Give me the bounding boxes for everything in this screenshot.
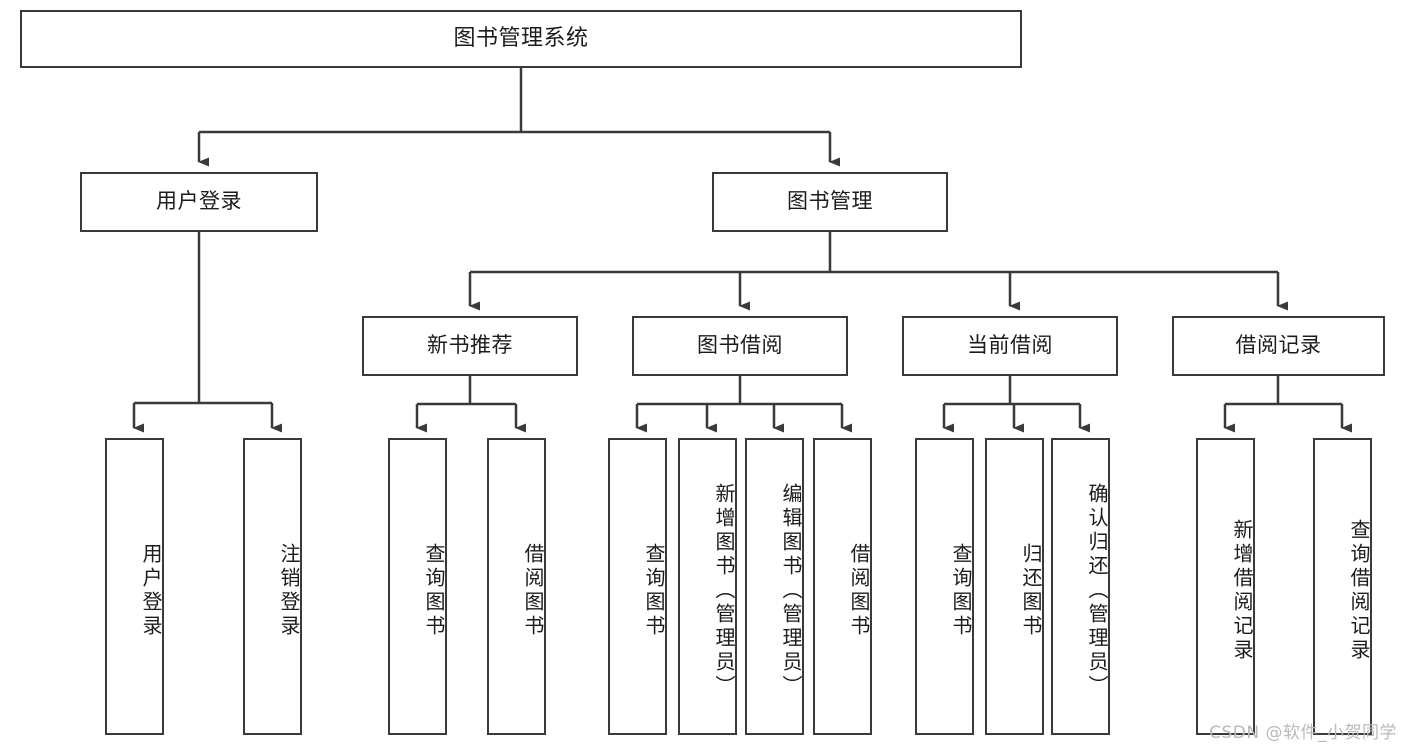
node-borrow-record[interactable]: 借阅记录: [1172, 316, 1385, 376]
leaf-add-book-admin[interactable]: 新增图书（管理员）: [678, 438, 737, 735]
node-label: 查询图书: [949, 542, 973, 639]
node-label: 图书借阅: [697, 333, 783, 358]
node-book-management[interactable]: 图书管理: [712, 172, 948, 232]
node-new-book-recommend[interactable]: 新书推荐: [362, 316, 578, 376]
leaf-user-login[interactable]: 用户登录: [105, 438, 164, 735]
node-label: 借阅图书: [521, 542, 545, 639]
node-label: 新书推荐: [427, 333, 513, 358]
node-label: 新增图书（管理员）: [712, 482, 736, 699]
leaf-query-book-recommend[interactable]: 查询图书: [388, 438, 447, 735]
node-label: 借阅记录: [1235, 333, 1322, 358]
node-current-borrow[interactable]: 当前借阅: [902, 316, 1118, 376]
node-label: 查询借阅记录: [1347, 518, 1371, 663]
node-label: 当前借阅: [967, 333, 1053, 358]
csdn-watermark: CSDN @软件_小贺同学: [1209, 723, 1397, 743]
node-root-system[interactable]: 图书管理系统: [20, 10, 1022, 68]
node-label: 确认归还（管理员）: [1085, 482, 1109, 699]
node-label: 用户登录: [156, 189, 242, 214]
node-label: 编辑图书（管理员）: [779, 482, 803, 699]
leaf-user-logout[interactable]: 注销登录: [243, 438, 302, 735]
leaf-borrow-book-recommend[interactable]: 借阅图书: [487, 438, 546, 735]
leaf-return-book[interactable]: 归还图书: [985, 438, 1044, 735]
node-book-borrow[interactable]: 图书借阅: [632, 316, 848, 376]
node-label: 查询图书: [422, 542, 446, 639]
node-label: 图书管理: [787, 189, 873, 214]
node-label: 查询图书: [642, 542, 666, 639]
node-label: 借阅图书: [847, 542, 871, 639]
leaf-query-borrow-record[interactable]: 查询借阅记录: [1313, 438, 1372, 735]
node-user-login[interactable]: 用户登录: [80, 172, 318, 232]
node-label: 注销登录: [277, 542, 301, 639]
leaf-borrow-book[interactable]: 借阅图书: [813, 438, 872, 735]
node-label: 图书管理系统: [453, 25, 589, 51]
leaf-confirm-return-admin[interactable]: 确认归还（管理员）: [1051, 438, 1110, 735]
leaf-query-book-borrow[interactable]: 查询图书: [608, 438, 667, 735]
node-label: 归还图书: [1019, 542, 1043, 639]
leaf-add-borrow-record[interactable]: 新增借阅记录: [1196, 438, 1255, 735]
node-label: 用户登录: [139, 542, 163, 639]
node-label: 新增借阅记录: [1230, 518, 1254, 663]
leaf-edit-book-admin[interactable]: 编辑图书（管理员）: [745, 438, 804, 735]
leaf-query-book-current[interactable]: 查询图书: [915, 438, 974, 735]
